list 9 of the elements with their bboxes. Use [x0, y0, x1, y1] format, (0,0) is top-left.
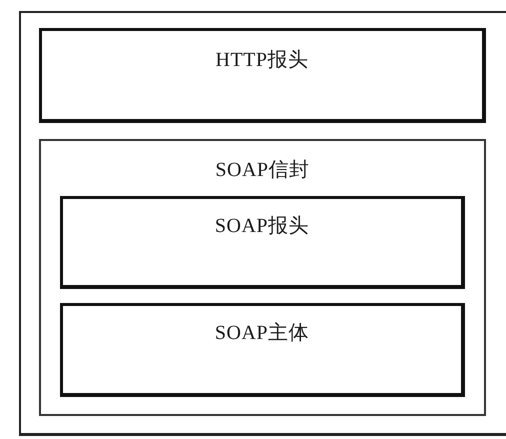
box-label: SOAP主体: [214, 321, 310, 345]
envelope-box: [39, 139, 486, 416]
box-label: SOAP信封: [215, 158, 310, 182]
box-label: HTTP报头: [216, 48, 308, 72]
header-box: [39, 28, 486, 123]
header-box: [60, 196, 465, 289]
body-box: [60, 303, 465, 397]
frame-box: [19, 11, 506, 436]
box-label: SOAP报头: [214, 214, 310, 238]
